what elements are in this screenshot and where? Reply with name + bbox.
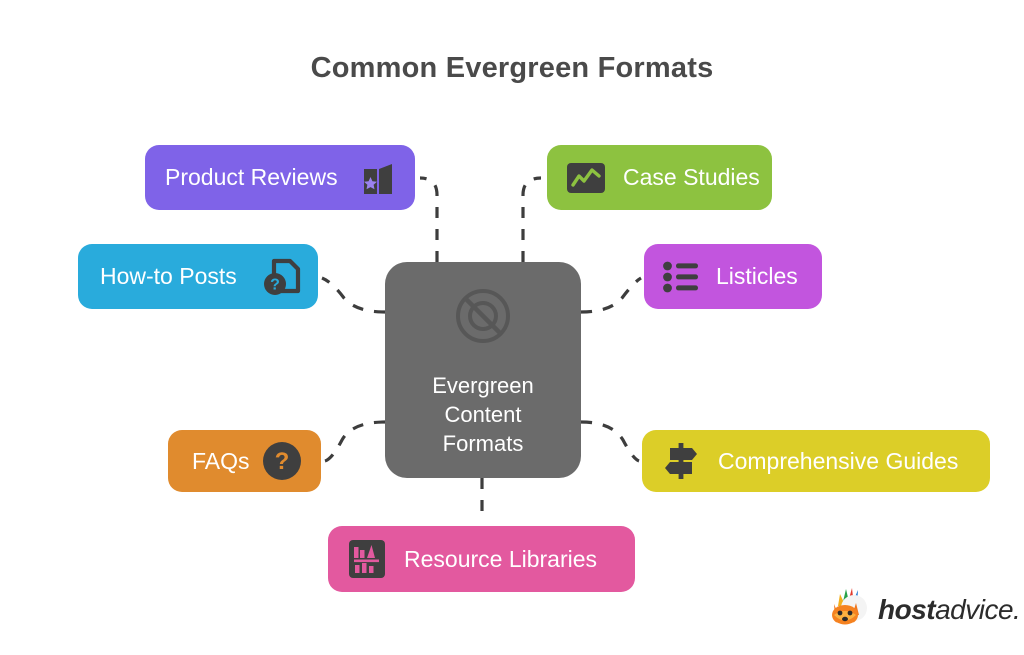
hub-line-3: Formats xyxy=(442,431,524,456)
no-timer-icon xyxy=(451,284,515,353)
evergreen-content-formats-hub[interactable]: Evergreen Content Formats xyxy=(385,262,581,478)
document-question-icon: ? xyxy=(260,255,304,299)
line-chart-icon xyxy=(565,160,607,196)
node-faqs[interactable]: FAQs ? xyxy=(168,430,321,492)
node-product-reviews-label: Product Reviews xyxy=(165,164,338,190)
question-circle-icon: ? xyxy=(261,440,303,482)
node-faqs-label: FAQs xyxy=(192,447,250,474)
connector-comprehensive-guides xyxy=(580,420,640,463)
connector-how-to-posts xyxy=(321,276,386,314)
signpost-icon xyxy=(660,440,702,482)
node-comprehensive-guides-label: Comprehensive Guides xyxy=(718,447,959,474)
hub-line-2: Content xyxy=(444,402,522,427)
node-resource-libraries[interactable]: Resource Libraries xyxy=(328,526,635,592)
connector-case-studies xyxy=(521,176,542,262)
node-listicles[interactable]: Listicles xyxy=(644,244,822,309)
hub-line-1: Evergreen xyxy=(432,373,534,398)
node-product-reviews[interactable]: Product Reviews xyxy=(145,145,415,210)
connector-listicles xyxy=(580,276,642,314)
node-comprehensive-guides[interactable]: Comprehensive Guides xyxy=(642,430,990,492)
bulleted-list-icon xyxy=(662,260,700,294)
logo-text-bold: host xyxy=(878,594,936,625)
node-listicles-label: Listicles xyxy=(716,263,798,289)
logo-text-light: advice. xyxy=(935,594,1021,625)
fox-mascot-icon xyxy=(826,586,872,635)
svg-text:?: ? xyxy=(270,276,280,293)
node-resource-libraries-label: Resource Libraries xyxy=(404,545,598,572)
node-how-to-posts-label: How-to Posts xyxy=(100,263,237,289)
hub-text: Evergreen Content Formats xyxy=(432,371,534,458)
hostadvice-logo-text: hostadvice. xyxy=(878,594,1021,626)
connector-product-reviews xyxy=(419,176,439,262)
connector-faqs xyxy=(324,420,386,463)
node-how-to-posts[interactable]: How-to Posts ? xyxy=(78,244,318,309)
bookshelf-icon xyxy=(346,537,388,581)
hostadvice-logo[interactable]: hostadvice. xyxy=(826,586,1021,635)
review-book-star-icon xyxy=(359,158,397,198)
svg-text:?: ? xyxy=(275,448,290,475)
node-case-studies[interactable]: Case Studies xyxy=(547,145,772,210)
node-case-studies-label: Case Studies xyxy=(623,164,760,190)
page-title: Common Evergreen Formats xyxy=(310,52,714,84)
